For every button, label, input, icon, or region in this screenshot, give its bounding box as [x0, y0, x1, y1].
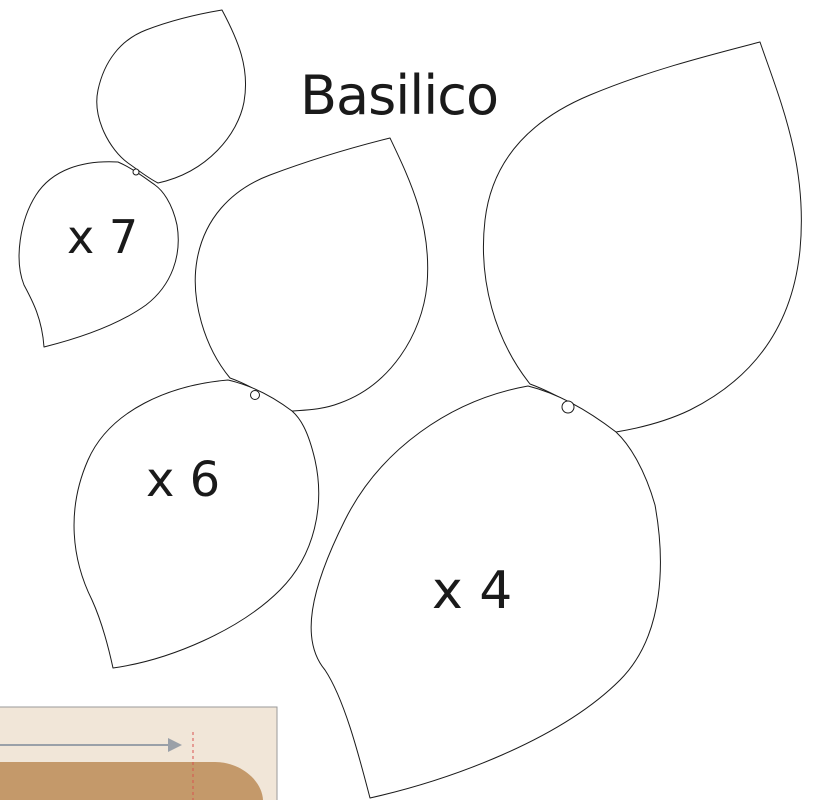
medium-leaf-pin-hole [250, 390, 260, 400]
medium-leaf-upper-lobe [194, 137, 429, 412]
medium-leaf-count: x 6 [146, 452, 220, 508]
small-leaf-lower-lobe [18, 161, 179, 348]
inset-arrow-head-icon [168, 738, 182, 752]
small-leaf-count: x 7 [67, 210, 138, 264]
medium-leaf-piece: x 6 [73, 137, 429, 669]
large-leaf-count: x 4 [432, 561, 512, 621]
large-leaf-lower-lobe [310, 385, 661, 799]
small-leaf-upper-lobe [96, 9, 247, 184]
inset-fabric-strip [0, 762, 263, 800]
page-title: Basilico [300, 64, 498, 127]
medium-leaf-lower-lobe [73, 379, 320, 669]
large-leaf-upper-lobe [482, 41, 802, 433]
large-leaf-pin-hole [561, 400, 575, 414]
small-leaf-piece: x 7 [18, 9, 247, 348]
fabric-fold-inset [0, 706, 278, 800]
small-leaf-pin-hole [132, 168, 140, 176]
large-leaf-piece: x 4 [310, 41, 802, 799]
